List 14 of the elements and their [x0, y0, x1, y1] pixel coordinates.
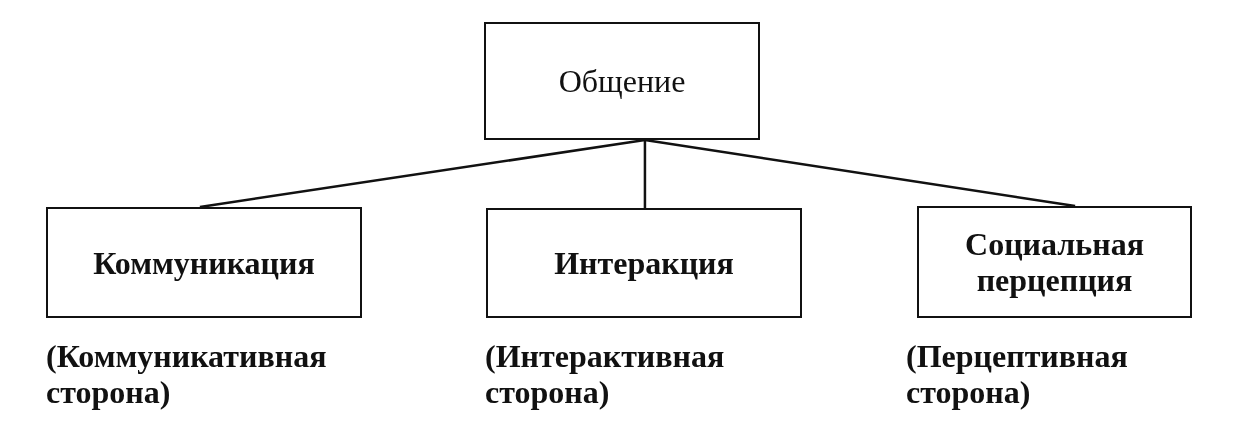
side-caption: (Интерактивная сторона) — [485, 338, 726, 410]
connector-line — [643, 140, 647, 208]
node-label: Социальная перцепция — [964, 226, 1145, 298]
side-caption: (Перцептивная сторона) — [906, 338, 1129, 410]
process-box — [486, 208, 802, 318]
node-label: Общение — [558, 63, 686, 99]
process-box — [917, 206, 1192, 318]
connector-line — [199, 138, 646, 209]
node-label: Интеракция — [554, 245, 734, 281]
process-box — [484, 22, 760, 140]
process-box — [46, 207, 362, 318]
node-label: Коммуникация — [93, 244, 315, 281]
side-caption: (Коммуникативная сторона) — [46, 338, 328, 410]
connector-line — [644, 138, 1076, 208]
